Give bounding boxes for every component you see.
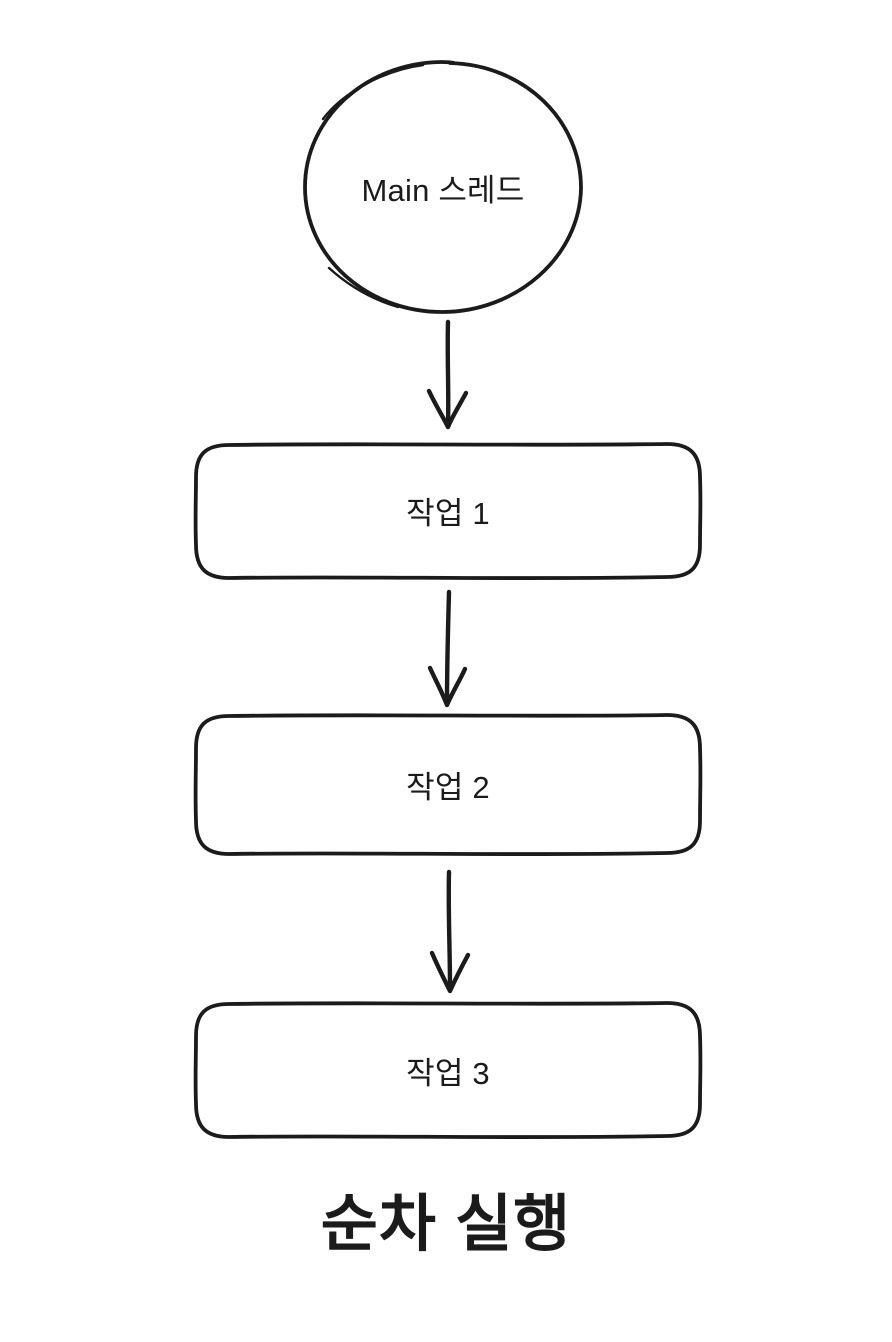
arrow-task2-to-task3-head (429, 950, 471, 994)
task-1-box (193, 442, 703, 581)
main-thread-circle-sketch-overlap-top (321, 63, 425, 121)
arrow-task1-to-task2 (427, 589, 468, 708)
task-2-box (193, 713, 703, 857)
main-thread-node (303, 60, 583, 314)
arrow-main-to-task1-shaft (445, 319, 451, 427)
arrow-task1-to-task2-head (427, 665, 468, 708)
arrow-task2-to-task3 (429, 869, 471, 994)
main-thread-circle-sketch-overlap-bottom (327, 266, 400, 309)
arrow-task1-to-task2-shaft (444, 589, 452, 705)
task-2-node-label: 작업 2 (406, 770, 490, 805)
arrow-main-to-task1 (426, 319, 469, 430)
task-1-node-label: 작업 1 (406, 496, 490, 531)
task-3-node-label: 작업 3 (406, 1055, 490, 1091)
task-3-box (193, 1001, 703, 1140)
diagram-title: 순차 실행 (320, 1190, 572, 1259)
arrow-task2-to-task3-shaft (446, 869, 453, 991)
main-thread-node-label: Main 스레드 (361, 172, 525, 208)
arrow-main-to-task1-head (426, 388, 469, 430)
main-thread-circle-outline (303, 60, 583, 314)
